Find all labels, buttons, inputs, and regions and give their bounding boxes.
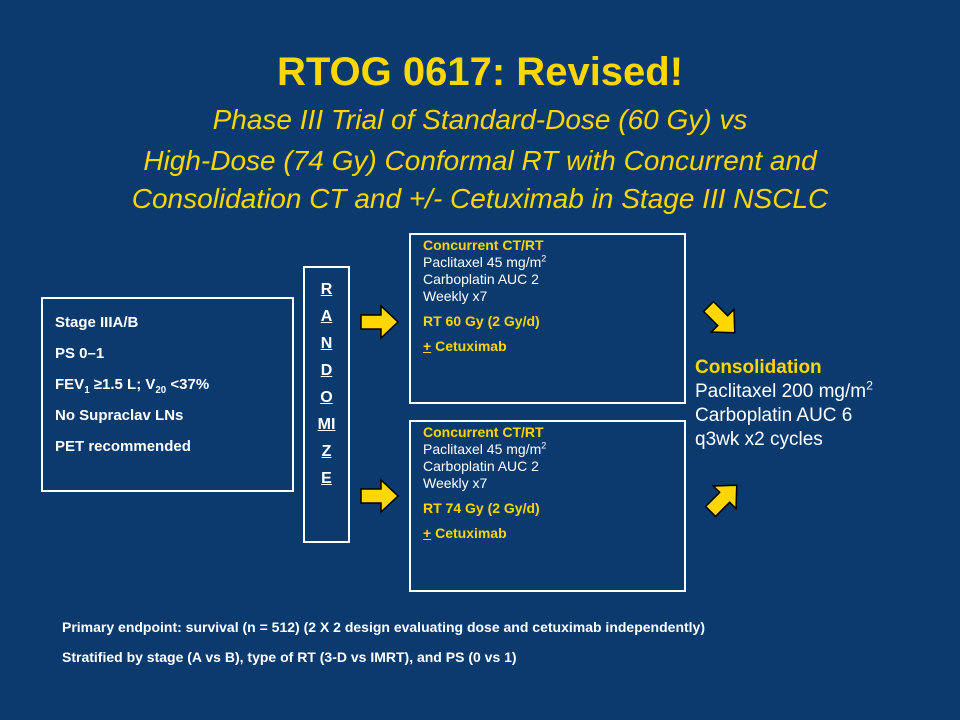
arrow-up-right-icon: [704, 484, 738, 518]
eligibility-pet: PET recommended: [55, 438, 191, 455]
consolidation-heading: Consolidation: [695, 357, 822, 378]
eligibility-fev: FEV1 ≥1.5 L; V20 <37%: [55, 369, 280, 400]
fev-prefix: FEV: [55, 376, 85, 393]
consolidation-block: Consolidation Paclitaxel 200 mg/m2 Carbo…: [695, 356, 955, 452]
randomize-letter: Z: [321, 443, 332, 460]
eligibility-ps: PS 0–1: [55, 345, 105, 362]
randomize-letter: O: [320, 389, 333, 406]
arm-paclitaxel: Paclitaxel 45 mg/m2: [423, 440, 547, 457]
consolidation-schedule: q3wk x2 cycles: [695, 429, 823, 450]
arm-schedule: Weekly x7: [423, 288, 488, 304]
eligibility-supraclav: No Supraclav LNs: [55, 407, 184, 424]
arm-cetuximab: + Cetuximab: [423, 338, 507, 354]
arm-74gy-box: Concurrent CT/RT Paclitaxel 45 mg/m2 Car…: [409, 420, 686, 592]
arm-carboplatin: Carboplatin AUC 2: [423, 458, 539, 474]
randomize-box: R A N D O MI Z E: [303, 266, 350, 543]
randomize-letter: E: [321, 470, 332, 487]
footnote-primary-endpoint: Primary endpoint: survival (n = 512) (2 …: [62, 619, 705, 635]
consolidation-paclitaxel: Paclitaxel 200 mg/m2: [695, 378, 873, 402]
footnote-stratification: Stratified by stage (A vs B), type of RT…: [62, 649, 517, 665]
arm-rt-dose: RT 60 Gy (2 Gy/d): [423, 313, 540, 329]
arm-carboplatin: Carboplatin AUC 2: [423, 271, 539, 287]
fev-middle: ≥1.5 L; V: [89, 376, 156, 393]
arm-heading: Concurrent CT/RT: [423, 237, 544, 253]
arrow-down-right-icon: [702, 300, 736, 334]
eligibility-stage: Stage IIIA/B: [55, 314, 139, 331]
arm-schedule: Weekly x7: [423, 475, 488, 491]
arrow-right-icon: [360, 478, 400, 514]
arrow-right-icon: [360, 304, 400, 340]
randomize-letter: MI: [317, 416, 336, 433]
randomize-letter: R: [320, 281, 333, 298]
subtitle-line-2: High-Dose (74 Gy) Conformal RT with Conc…: [143, 145, 817, 176]
arm-rt-dose: RT 74 Gy (2 Gy/d): [423, 500, 540, 516]
arm-paclitaxel: Paclitaxel 45 mg/m2: [423, 253, 547, 270]
arm-heading: Concurrent CT/RT: [423, 424, 544, 440]
randomize-letter: N: [320, 335, 333, 352]
eligibility-box: Stage IIIA/B PS 0–1 FEV1 ≥1.5 L; V20 <37…: [41, 297, 294, 492]
v-subscript: 20: [155, 385, 167, 396]
subtitle-line-3: Consolidation CT and +/- Cetuximab in St…: [131, 183, 829, 214]
fev-subscript: 1: [84, 385, 90, 396]
arm-60gy-box: Concurrent CT/RT Paclitaxel 45 mg/m2 Car…: [409, 233, 686, 404]
arm-cetuximab: + Cetuximab: [423, 525, 507, 541]
slide-title: RTOG 0617: Revised!: [276, 50, 684, 94]
consolidation-carboplatin: Carboplatin AUC 6: [695, 405, 853, 426]
randomize-letter: A: [320, 308, 333, 325]
randomize-letter: D: [320, 362, 333, 379]
subtitle-line-1: Phase III Trial of Standard-Dose (60 Gy)…: [212, 104, 748, 135]
fev-suffix: <37%: [166, 376, 210, 393]
